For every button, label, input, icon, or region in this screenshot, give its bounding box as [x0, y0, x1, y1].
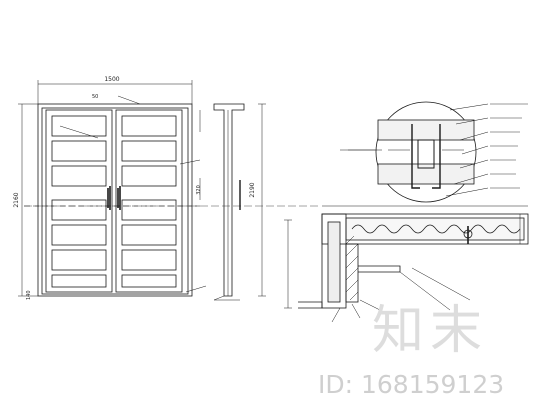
right-height-dimension-label: 2190 [249, 182, 256, 197]
door-elevation [18, 80, 207, 297]
plan-section-detail [284, 205, 529, 323]
door-side-section [199, 103, 266, 301]
detail-callout-circle [340, 101, 489, 203]
left-height-dimension-label: 2160 [13, 192, 20, 207]
callout-annotation-lines [348, 103, 528, 189]
bottom-left-dimension-label: 140 [26, 290, 32, 300]
watermark-id: ID: 168159123 [318, 370, 505, 399]
width-dimension-label: 1500 [104, 76, 119, 83]
top-small-dimension-label: 50 [92, 94, 98, 100]
watermark-logo: 知末 [372, 301, 489, 361]
mid-small-dimension-label: 320 [196, 185, 202, 195]
